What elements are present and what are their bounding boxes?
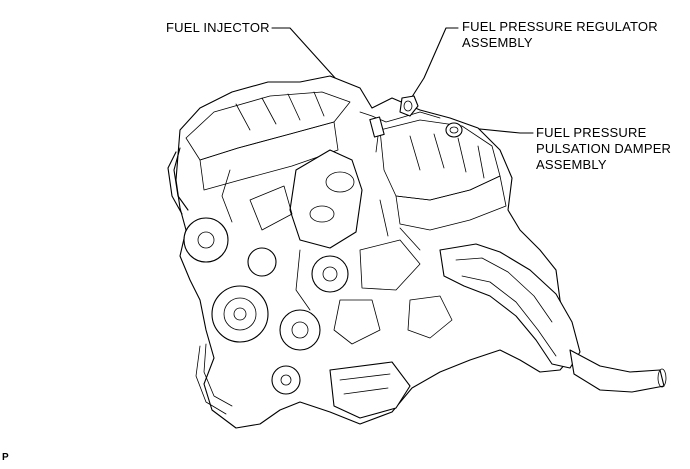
fuel-injector-text: FUEL INJECTOR (166, 20, 270, 35)
figure-code: P (2, 452, 9, 463)
regulator-text-line1: FUEL PRESSURE REGULATOR (462, 19, 658, 34)
regulator-text-line2: ASSEMBLY (462, 35, 533, 50)
damper-text-line3: ASSEMBLY (536, 157, 607, 172)
engine-block (167, 75, 667, 429)
leader-regulator (409, 27, 459, 101)
damper-text-line1: FUEL PRESSURE (536, 125, 647, 140)
damper-text-line2: PULSATION DAMPER (536, 141, 672, 156)
pulsation-damper-label: FUEL PRESSURE PULSATION DAMPER ASSEMBLY (536, 125, 671, 173)
fuel-pressure-regulator-label: FUEL PRESSURE REGULATOR ASSEMBLY (462, 19, 658, 51)
fuel-injector-label: FUEL INJECTOR (166, 20, 270, 36)
